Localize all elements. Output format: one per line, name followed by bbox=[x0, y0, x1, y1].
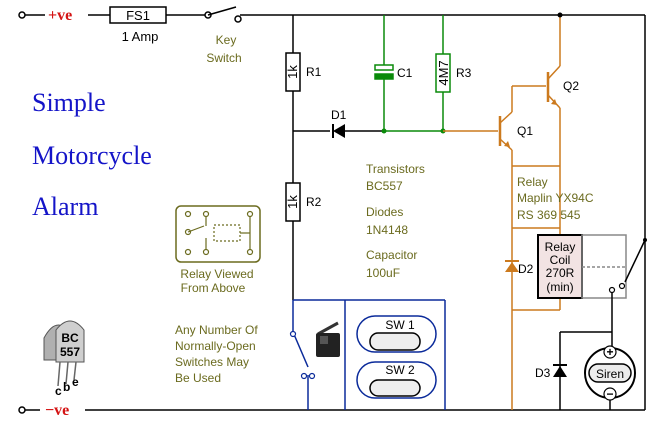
relay-coil-line4: (min) bbox=[546, 280, 573, 294]
relay-contact bbox=[581, 234, 647, 332]
relay-coil-branch: Relay Coil 270R (min) D2 bbox=[505, 166, 583, 311]
d2-label: D2 bbox=[518, 262, 534, 276]
relay-info-line2: RS 369 545 bbox=[517, 208, 581, 222]
relay-coil-line2: Coil bbox=[550, 253, 571, 267]
r3-value: 4M7 bbox=[436, 60, 451, 85]
d3-label: D3 bbox=[535, 366, 551, 380]
switch-sw2: SW 2 bbox=[356, 361, 437, 399]
transistor-model: BC bbox=[61, 331, 79, 345]
relay-coil bbox=[537, 234, 583, 299]
key-switch-label-1: Key bbox=[216, 33, 237, 47]
siren-minus: − bbox=[606, 387, 613, 401]
transistors-label: Transistors bbox=[366, 162, 425, 176]
r3-label: R3 bbox=[456, 66, 472, 80]
r1-r2-branch: 1k R1 1k R2 D1 bbox=[285, 15, 384, 300]
key-switch-label-2: Switch bbox=[206, 51, 241, 65]
switches-note-line1: Any Number Of bbox=[175, 323, 258, 337]
c1-r3-branch: C1 4M7 R3 bbox=[374, 15, 472, 134]
relay-info: Relay Maplin YX94C RS 369 545 bbox=[517, 175, 594, 222]
switches-note-line2: Normally-Open bbox=[175, 339, 256, 353]
negative-rail-label: −ve bbox=[45, 402, 69, 419]
q2-label: Q2 bbox=[563, 79, 579, 93]
negative-terminal bbox=[18, 406, 26, 414]
pin-e-label: e bbox=[72, 375, 79, 389]
parts-list: Transistors BC557 Diodes 1N4148 Capacito… bbox=[366, 162, 425, 280]
relay-info-label: Relay bbox=[517, 175, 548, 189]
relay-coil-line3: 270R bbox=[546, 266, 575, 280]
negative-rail: −ve bbox=[18, 402, 645, 419]
switches-note-line3: Switches May bbox=[175, 355, 249, 369]
d1-label: D1 bbox=[331, 108, 347, 122]
siren-branch: D3 Siren + − bbox=[535, 331, 636, 410]
capacitor-label: Capacitor bbox=[366, 248, 417, 262]
transistor-pinout-icon: BC 557 c b e bbox=[43, 320, 85, 398]
relay-view-label-2: From Above bbox=[181, 281, 246, 295]
fuse-rating: 1 Amp bbox=[122, 29, 159, 44]
q2-emitter-arrow bbox=[551, 99, 557, 105]
relay-top-view: Relay Viewed From Above bbox=[175, 205, 261, 295]
microswitch-icon bbox=[316, 321, 340, 357]
switches-note-line4: Be Used bbox=[175, 371, 221, 385]
title-line-1: Simple bbox=[32, 88, 106, 117]
diodes-value: 1N4148 bbox=[366, 223, 408, 237]
capacitor-c1-plate2 bbox=[374, 73, 394, 80]
c1-label: C1 bbox=[397, 66, 413, 80]
q1-emitter-arrow bbox=[504, 141, 510, 147]
r1-label: R1 bbox=[306, 65, 322, 79]
transistors-q1-q2 bbox=[443, 15, 561, 410]
pin-b-label: b bbox=[63, 380, 70, 394]
switch-sw1: SW 1 bbox=[356, 315, 437, 353]
relay-view-label-1: Relay Viewed bbox=[180, 267, 253, 281]
transistors-value: BC557 bbox=[366, 179, 403, 193]
q1-label: Q1 bbox=[517, 124, 533, 138]
relay-coil-line1: Relay bbox=[545, 240, 576, 254]
r2-label: R2 bbox=[306, 195, 322, 209]
sw2-label: SW 2 bbox=[385, 363, 415, 377]
relay-info-line1: Maplin YX94C bbox=[517, 191, 594, 205]
siren-plus: + bbox=[606, 345, 613, 359]
r1-value: 1k bbox=[285, 65, 300, 79]
positive-rail-label: +ve bbox=[48, 7, 72, 24]
switch-network bbox=[292, 299, 446, 410]
pin-c-label: c bbox=[55, 384, 62, 398]
r2-value: 1k bbox=[285, 195, 300, 209]
positive-terminal bbox=[18, 11, 26, 19]
fuse-label: FS1 bbox=[126, 8, 150, 23]
title-line-3: Alarm bbox=[32, 192, 98, 221]
diode-d3 bbox=[553, 366, 567, 377]
switches-note: Any Number Of Normally-Open Switches May… bbox=[175, 323, 258, 385]
capacitor-c1-plate1 bbox=[374, 64, 394, 71]
diode-d2 bbox=[505, 262, 519, 272]
fuse-fs1: FS1 1 Amp bbox=[109, 6, 167, 44]
key-switch: Key Switch bbox=[204, 6, 242, 65]
diode-d1 bbox=[333, 124, 345, 138]
siren-label: Siren bbox=[596, 367, 624, 381]
positive-rail: +ve bbox=[18, 7, 646, 410]
sw1-label: SW 1 bbox=[385, 318, 415, 332]
title-line-2: Motorcycle bbox=[32, 141, 152, 170]
capacitor-value: 100uF bbox=[366, 266, 400, 280]
transistor-model-number: 557 bbox=[60, 345, 80, 359]
diodes-label: Diodes bbox=[366, 205, 403, 219]
